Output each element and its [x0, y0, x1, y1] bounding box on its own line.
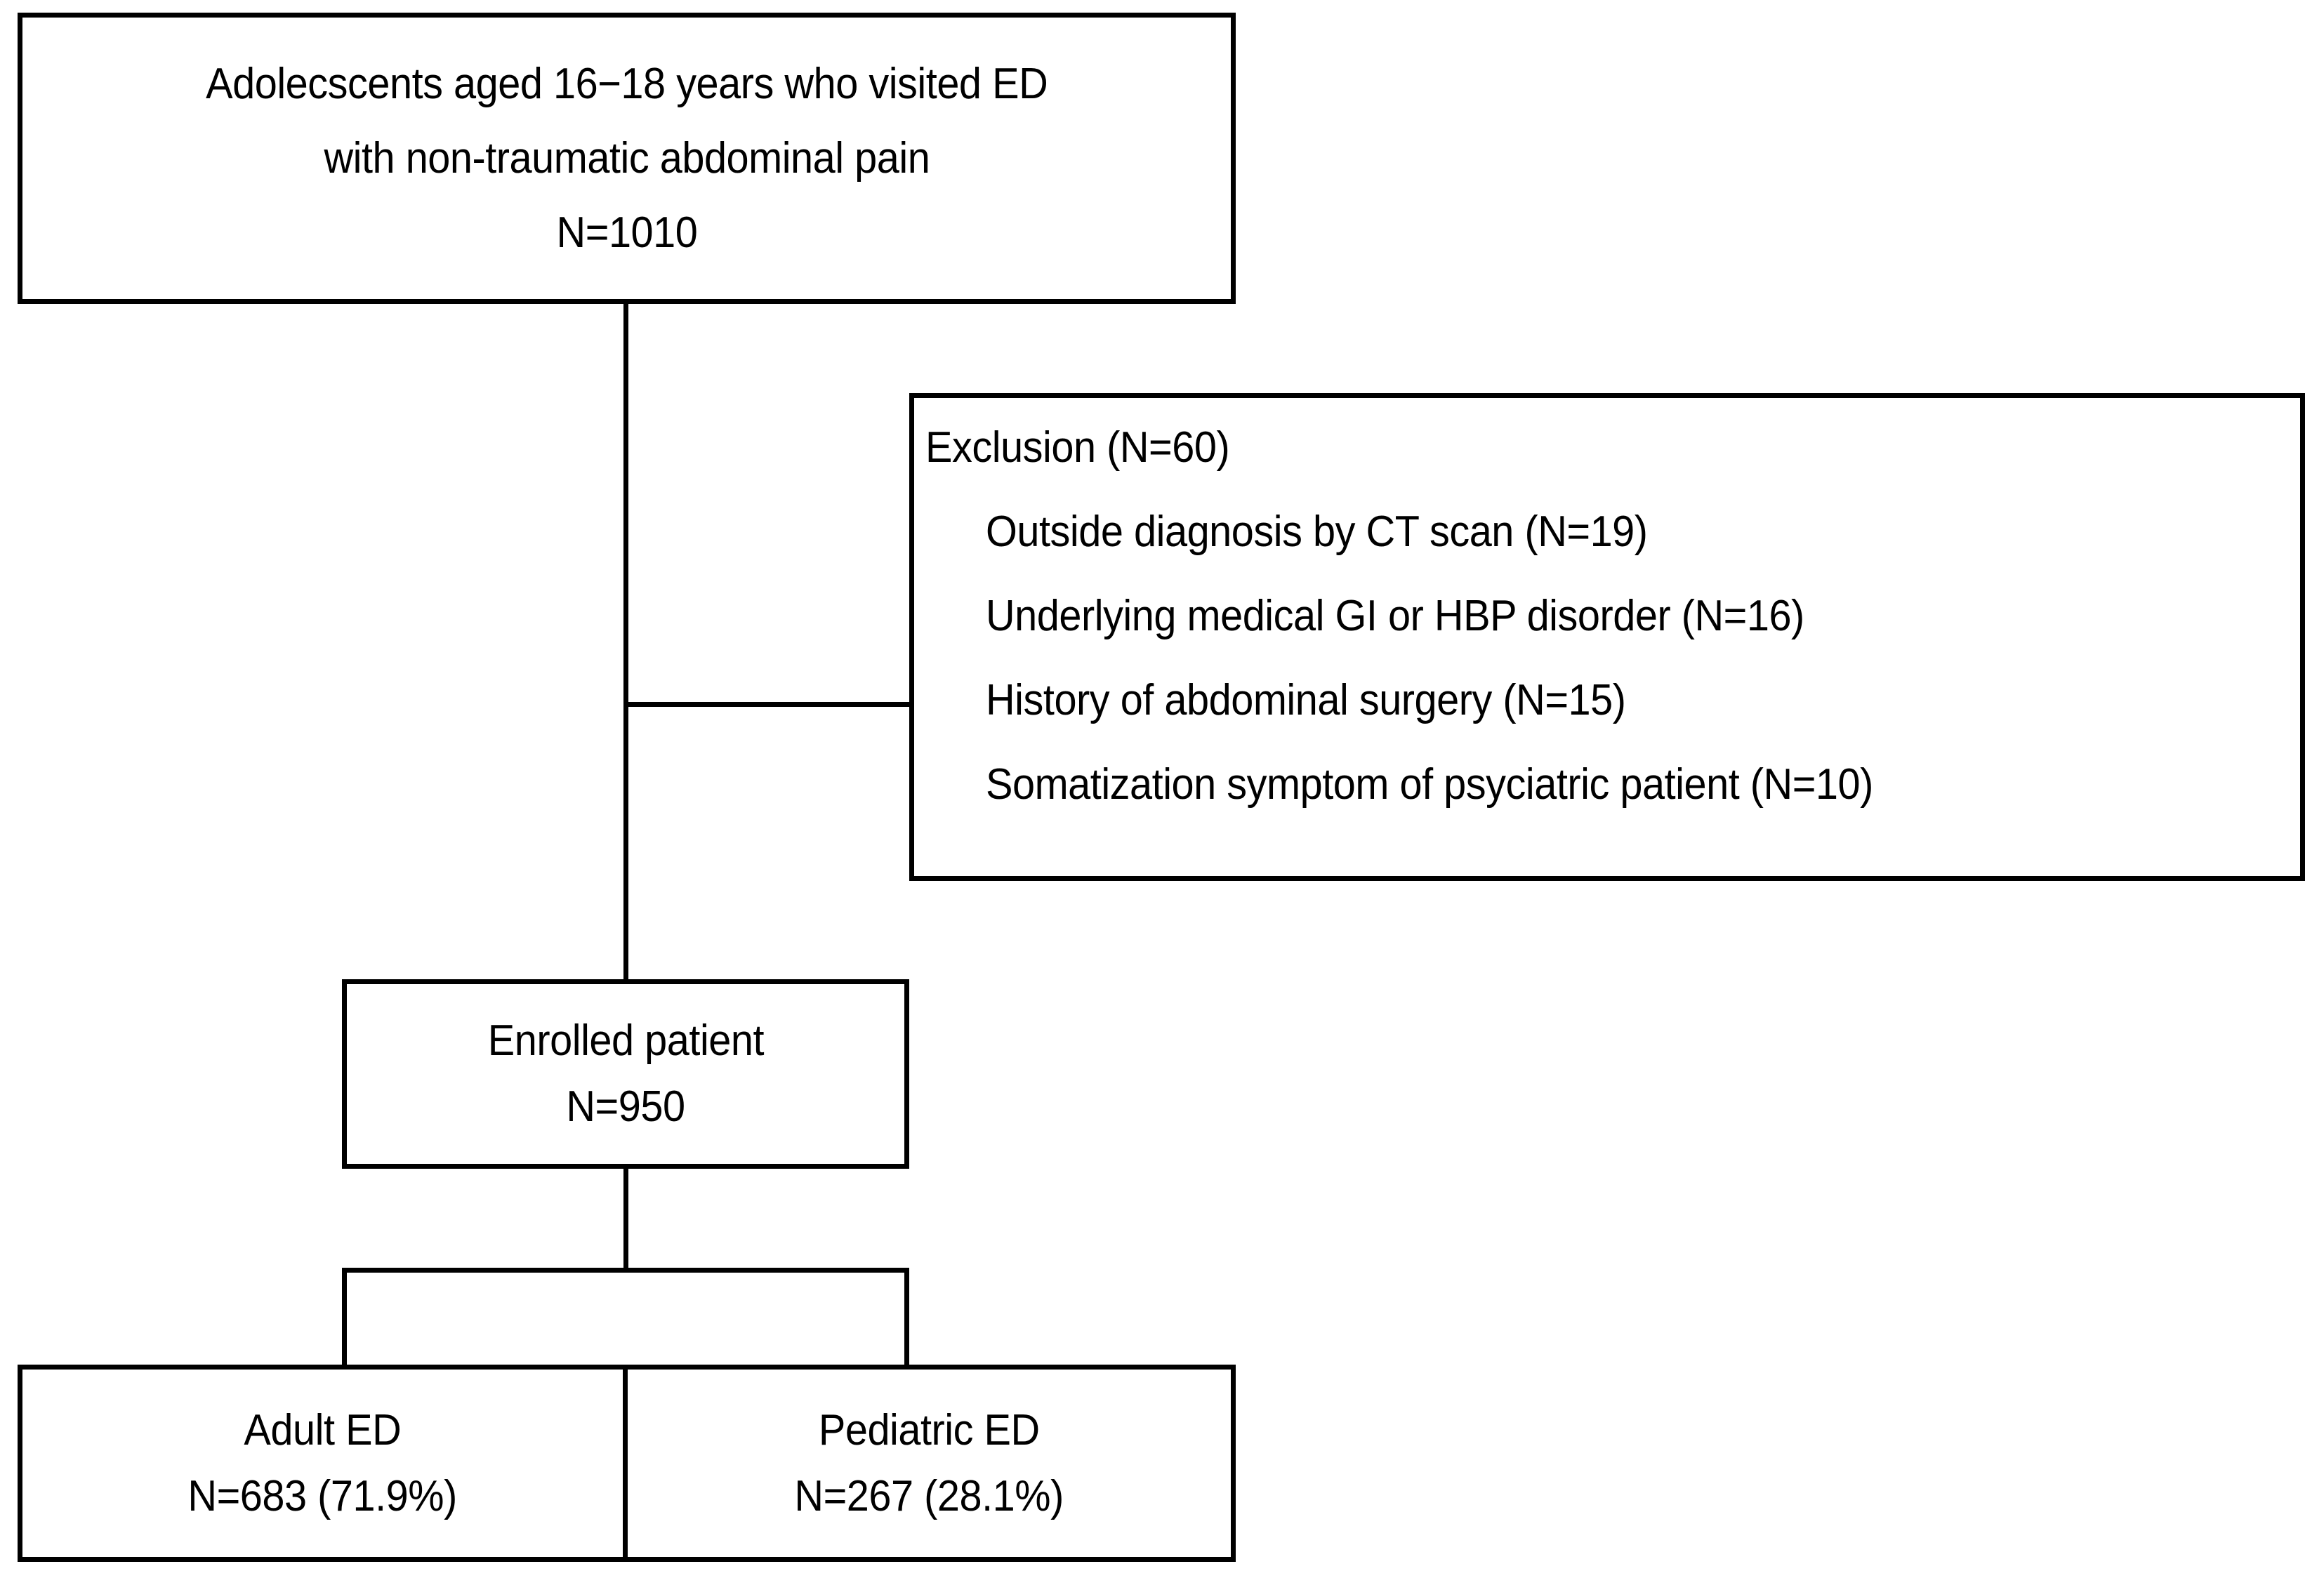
exclusion-item-somatization: Somatization symptom of psyciatric patie…	[986, 760, 1873, 809]
connector-to-exclusion-box	[623, 702, 911, 707]
group-box-pediatric-ed: Pediatric ED N=267 (28.1%)	[628, 1370, 1231, 1557]
source-population-box: Adolecscents aged 16−18 years who visite…	[18, 13, 1236, 304]
connector-enrolled-to-split	[623, 1169, 628, 1273]
group-label-adult-ed: Adult ED	[244, 1405, 402, 1454]
enrolled-patient-box: Enrolled patient N=950	[342, 979, 909, 1169]
source-population-line-2: with non-traumatic abdominal pain	[324, 133, 930, 183]
connector-source-to-enrolled	[623, 304, 628, 979]
group-box-adult-ed: Adult ED N=683 (71.9%)	[22, 1370, 628, 1557]
group-split-box: Adult ED N=683 (71.9%) Pediatric ED N=26…	[18, 1365, 1236, 1562]
exclusion-title: Exclusion (N=60)	[925, 423, 1230, 472]
enrolled-patient-label: Enrolled patient	[487, 1016, 764, 1065]
enrolled-patient-count: N=950	[566, 1082, 685, 1131]
connector-split-bracket-right-arm	[904, 1268, 909, 1370]
exclusion-item-outside-ct: Outside diagnosis by CT scan (N=19)	[986, 508, 1648, 556]
connector-split-bracket-left-arm	[342, 1268, 347, 1370]
exclusion-item-abdominal-surgery: History of abdominal surgery (N=15)	[986, 676, 1626, 724]
source-population-count: N=1010	[556, 208, 697, 257]
group-label-pediatric-ed: Pediatric ED	[819, 1405, 1040, 1454]
exclusion-box: Exclusion (N=60) Outside diagnosis by CT…	[909, 393, 2305, 881]
group-value-adult-ed: N=683 (71.9%)	[187, 1471, 458, 1520]
connector-split-bracket-top	[342, 1268, 909, 1273]
exclusion-item-underlying-disorder: Underlying medical GI or HBP disorder (N…	[986, 592, 1804, 640]
source-population-line-1: Adolecscents aged 16−18 years who visite…	[205, 59, 1048, 108]
group-value-pediatric-ed: N=267 (28.1%)	[794, 1471, 1064, 1520]
